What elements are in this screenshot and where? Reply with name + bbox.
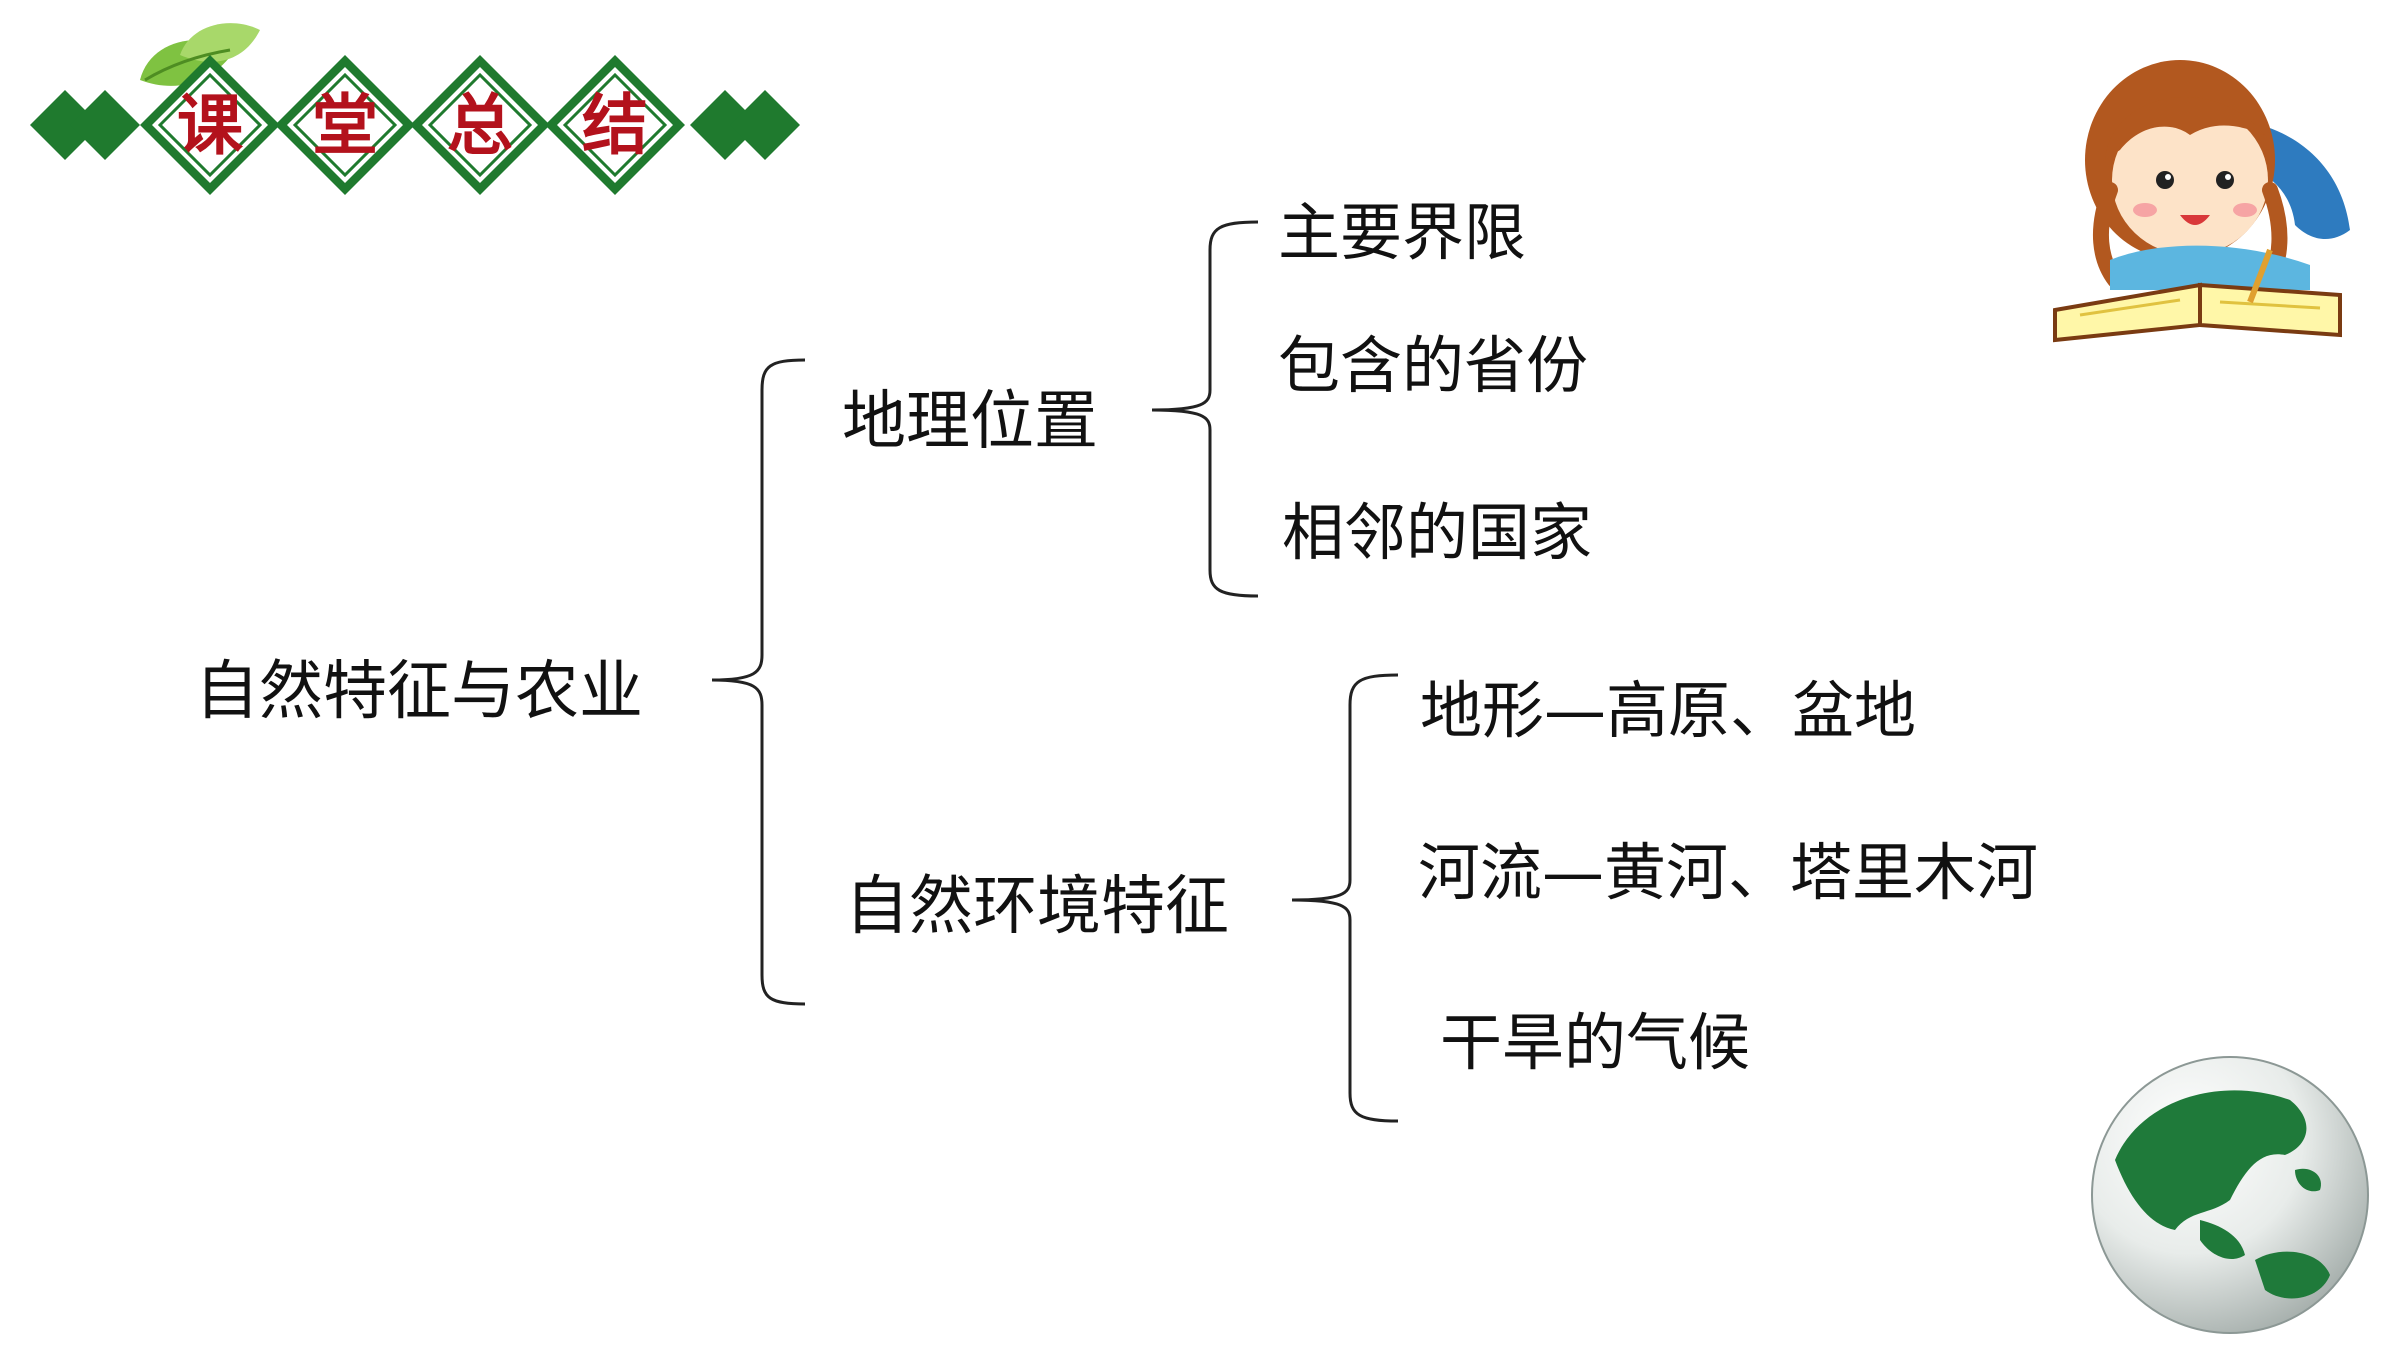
leaf-terrain: 地形—高原、盆地: [1420, 674, 1917, 747]
leaf-arid-climate: 干旱的气候: [1440, 1006, 1751, 1079]
leaf-provinces: 包含的省份: [1278, 329, 1589, 402]
leaf-icon: [140, 23, 260, 86]
leaf-neighbor-countries: 相邻的国家: [1282, 496, 1593, 569]
globe-icon: [2080, 1050, 2380, 1340]
banner-char-2: 堂: [312, 86, 378, 164]
banner-char-3: 总: [447, 86, 513, 164]
banner-diamonds: [140, 55, 685, 195]
banner-side-diamonds: [30, 90, 800, 160]
brace-root: [711, 358, 806, 1006]
summary-banner: 课 堂 总 结: [30, 20, 810, 220]
brace-environment: [1291, 673, 1399, 1123]
girl-reading-icon: [2040, 40, 2370, 343]
leaf-main-boundary: 主要界限: [1278, 196, 1527, 269]
leaf-rivers: 河流—黄河、塔里木河: [1418, 836, 2039, 909]
banner-graphic: 课 堂 总 结: [30, 23, 800, 195]
banner-char-1: 课: [177, 86, 244, 164]
branch-natural-environment: 自然环境特征: [845, 870, 1229, 944]
banner-char-4: 结: [582, 86, 648, 164]
root-node: 自然特征与农业: [195, 655, 643, 729]
brace-location: [1151, 220, 1259, 598]
branch-geographic-location: 地理位置: [842, 385, 1098, 459]
